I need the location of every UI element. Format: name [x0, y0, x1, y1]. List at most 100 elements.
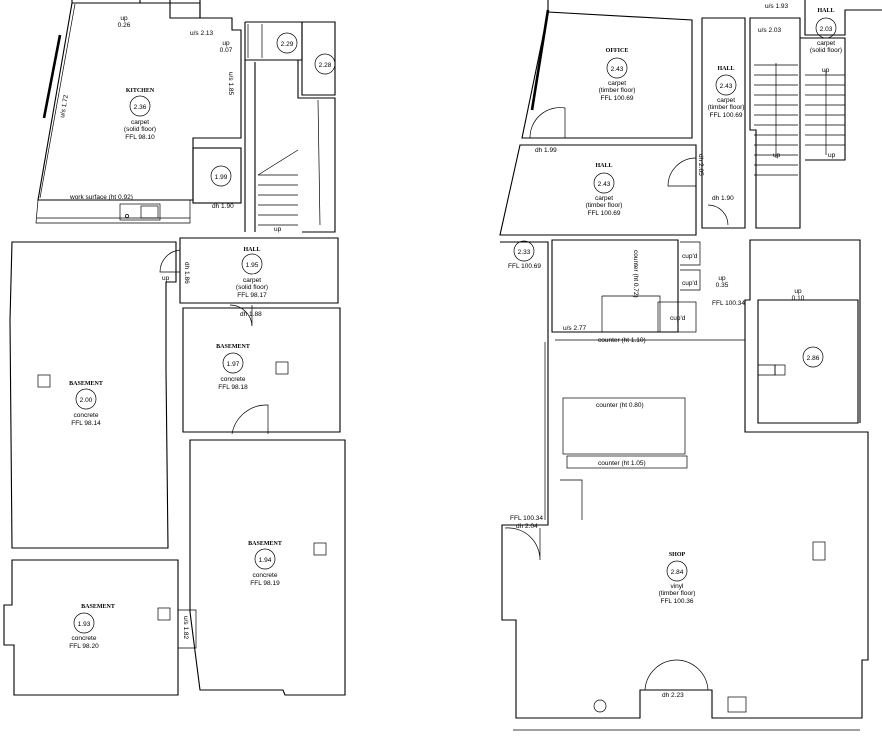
office-name: OFFICE — [606, 48, 629, 54]
hall-a-height: 2.43 — [598, 181, 611, 188]
label-us-277: u/s 2.77 — [563, 325, 587, 332]
basement-197-height: 1.97 — [227, 361, 240, 368]
hall-b-name: HALL — [717, 66, 734, 72]
label-us-203: u/s 2.03 — [758, 27, 782, 34]
kitchen-level: FFL 98.10 — [125, 134, 155, 141]
label-up-007-val: 0.07 — [220, 47, 233, 54]
hall-c-outline — [804, 0, 882, 36]
hall-b-outline — [701, 17, 746, 229]
label-dh-223: dh 2.23 — [662, 692, 684, 699]
hall-name: HALL — [243, 247, 260, 253]
office-level: FFL 100.69 — [600, 95, 633, 102]
stair-height: 2.29 — [281, 41, 294, 48]
basement-200-level: FFL 98.14 — [71, 420, 101, 427]
hall-b-finish: carpet — [717, 97, 735, 104]
hall-level: FFL 98.17 — [237, 292, 267, 299]
label-counter-110: counter (ht 1.10) — [598, 337, 646, 344]
hall-c-finish: carpet — [817, 40, 835, 47]
basement-197-outline — [182, 307, 341, 433]
basement-plan: KITCHEN 2.36 carpet (solid floor) FFL 98… — [3, 0, 346, 696]
basement-197-name: BASEMENT — [216, 344, 250, 350]
shop-level: FFL 100.36 — [660, 598, 693, 605]
label-cupd-1: cup'd — [682, 253, 698, 260]
label-up-top: up — [120, 15, 128, 22]
label-us-213: u/s 2.13 — [190, 30, 214, 37]
label-ffl-10069: FFL 100.69 — [508, 263, 541, 270]
basement-193-name: BASEMENT — [81, 604, 115, 610]
label-ffl-10034-a: FFL 100.34 — [712, 300, 745, 307]
label-dh-204: dh 2.04 — [516, 523, 538, 530]
label-cupd-3: cup'd — [670, 315, 686, 322]
hall-a-finish: carpet — [595, 195, 613, 202]
label-dh-190: dh 1.90 — [212, 203, 234, 210]
basement-197-level: FFL 98.18 — [218, 384, 248, 391]
label-dh-199: dh 1.99 — [535, 147, 557, 154]
label-cupd-2: cup'd — [682, 280, 698, 287]
hall-finish: carpet — [243, 277, 261, 284]
hall-outline — [179, 237, 339, 304]
kitchen-height: 2.36 — [134, 104, 147, 111]
office-height: 2.43 — [611, 66, 624, 73]
hall-b-level: FFL 100.69 — [709, 112, 742, 119]
label-us-182: u/s 1.82 — [182, 616, 189, 640]
label-up-stair2: up — [828, 152, 836, 159]
store-height: 1.99 — [215, 174, 228, 181]
label-up-035-val: 0.35 — [716, 282, 729, 289]
height-233: 2.33 — [518, 249, 531, 256]
label-counter-080: counter (ht 0.80) — [596, 402, 644, 409]
ground-plan: OFFICE 2.43 carpet (timber floor) FFL 10… — [499, 0, 882, 731]
basement-200-outline — [9, 241, 177, 549]
label-counter-side: counter (ht 0.72) — [632, 250, 639, 298]
room-286-outline — [757, 299, 859, 424]
label-counter-105: counter (ht 1.05) — [598, 460, 646, 467]
basement-193-height: 1.93 — [78, 621, 91, 628]
hall-a-level: FFL 100.69 — [587, 210, 620, 217]
basement-193-outline — [3, 559, 179, 696]
shop-finish: vinyl — [670, 583, 684, 590]
hall-b-height: 2.43 — [720, 83, 733, 90]
basement-200-finish: concrete — [74, 412, 99, 419]
hall-c-name: HALL — [817, 8, 834, 14]
office-floor: (timber floor) — [599, 87, 636, 94]
kitchen-outline — [37, 2, 242, 201]
shop-name: SHOP — [669, 552, 686, 558]
basement-194-name: BASEMENT — [248, 541, 282, 547]
basement-197-finish: concrete — [221, 376, 246, 383]
label-up-010: up — [794, 288, 802, 295]
basement-194-height: 1.94 — [259, 557, 272, 564]
label-us-172: u/s 1.72 — [59, 94, 70, 118]
shop-outline — [500, 239, 869, 719]
height-286: 2.86 — [807, 355, 820, 362]
label-up-035: up — [718, 275, 726, 282]
shop-height: 2.84 — [671, 569, 684, 576]
kitchen-name: KITCHEN — [126, 88, 155, 94]
label-up-stair1: up — [773, 152, 781, 159]
hall-height: 1.95 — [246, 262, 259, 269]
label-up-top-val: 0.26 — [118, 22, 131, 29]
label-dh-190-gp: dh 1.90 — [712, 195, 734, 202]
label-dh-186: dh 1.86 — [183, 262, 190, 284]
hall-a-outline — [499, 144, 697, 236]
label-ffl-10034-b: FFL 100.34 — [510, 515, 543, 522]
basement-194-outline — [189, 439, 346, 696]
kitchen-finish: carpet — [131, 119, 149, 126]
basement-200-height: 2.00 — [80, 397, 93, 404]
hall-b-floor: (timber floor) — [708, 104, 745, 111]
kitchen-floor: (solid floor) — [124, 126, 156, 133]
label-up-007: up — [222, 40, 230, 47]
basement-194-finish: concrete — [253, 572, 278, 579]
label-up-stair: up — [274, 226, 282, 233]
hall-c-height: 2.03 — [820, 26, 833, 33]
basement-193-finish: concrete — [72, 635, 97, 642]
shop-floor: (timber floor) — [659, 590, 696, 597]
label-up-hall: up — [162, 275, 170, 282]
hall-floor: (solid floor) — [236, 284, 268, 291]
hall-a-floor: (timber floor) — [586, 202, 623, 209]
hall-a-name: HALL — [595, 163, 612, 169]
hall-c-floor: (solid floor) — [810, 47, 842, 54]
office-finish: carpet — [608, 80, 626, 87]
label-work-surface: work surface (ht 0.92) — [69, 194, 133, 201]
label-us-193: u/s 1.93 — [765, 3, 789, 10]
label-up-hall-c: up — [822, 67, 830, 74]
